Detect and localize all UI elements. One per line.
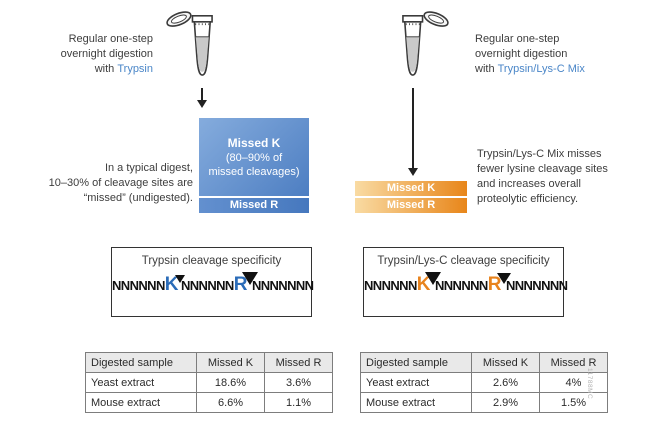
trypsin-specificity-title: Trypsin cleavage specificity <box>141 255 282 267</box>
typical-digest-note-line3: “missed” (undigested). <box>83 192 193 204</box>
missed-k-box-sub1: (80–90% of <box>225 152 283 164</box>
table-header-cell: Digested sample <box>360 352 472 373</box>
table-cell: Mouse extract <box>360 392 472 413</box>
tube-icon-svg <box>166 11 213 76</box>
left-intro-line3: with Trypsin <box>10 62 153 77</box>
efficiency-note: Trypsin/Lys-C Mix misses fewer lysine cl… <box>477 147 647 207</box>
table-cell: 18.6% <box>196 372 265 393</box>
microcentrifuge-tube-icon-left <box>164 8 220 88</box>
missed-r-bar-orange: Missed R <box>355 198 467 213</box>
table-header-row: Digested sample Missed K Missed R <box>85 352 333 373</box>
trypsin-lysc-specificity-box: Trypsin/Lys-C cleavage specificity NNNNN… <box>363 247 568 317</box>
table-cell: Yeast extract <box>85 372 197 393</box>
typical-digest-note-line2: 10–30% of cleavage sites are <box>48 177 193 189</box>
sequence-n-segment: NNNNNN <box>434 278 488 293</box>
table-cell: 1.1% <box>264 392 333 413</box>
cleavage-site-triangle-icon <box>424 272 441 285</box>
table-row: Yeast extract 2.6% 4% <box>360 372 608 393</box>
tube-cap-open <box>166 11 192 27</box>
missed-k-box-sub2: missed cleavages) <box>208 166 300 178</box>
table-cell: 4% <box>539 372 608 393</box>
right-intro-line1: Regular one-step <box>475 33 560 45</box>
missed-k-box: Missed K (80–90% of missed cleavages) <box>199 118 309 196</box>
right-intro-text: Regular one-step overnight digestion wit… <box>475 32 645 77</box>
trypsin-lysc-specificity-title: Trypsin/Lys-C cleavage specificity <box>377 255 550 267</box>
table-header-cell: Missed R <box>264 352 333 373</box>
typical-digest-note-line1: In a typical digest, <box>104 162 193 174</box>
efficiency-note-line2: fewer lysine cleavage sites <box>477 163 608 175</box>
table-cell: Yeast extract <box>360 372 472 393</box>
table-cell: Mouse extract <box>85 392 197 413</box>
sequence-n-segment: NNNNNN <box>364 278 417 293</box>
sequence-n-segment: NNNNNN <box>180 278 234 293</box>
cleavage-site-triangle-icon <box>496 273 511 284</box>
missed-r-bar-blue: Missed R <box>199 198 309 213</box>
table-row: Mouse extract 6.6% 1.1% <box>85 392 333 413</box>
table-cell: 6.6% <box>196 392 265 413</box>
watermark-code: 11788MC <box>586 368 593 400</box>
sequence-n-segment: NNNNNN <box>112 278 165 293</box>
sequence-n-segment: NNNNNNN <box>505 278 568 293</box>
missed-k-bar-orange: Missed K <box>355 181 467 196</box>
cleavage-site-triangle-icon <box>241 272 258 285</box>
table-row: Yeast extract 18.6% 3.6% <box>85 372 333 393</box>
missed-k-box-title: Missed K <box>227 136 281 150</box>
tube-body <box>191 15 213 76</box>
right-intro-with: with <box>475 63 495 75</box>
tube-body <box>402 15 424 76</box>
typical-digest-note: In a typical digest, 10–30% of cleavage … <box>5 161 193 206</box>
right-intro-line3: with Trypsin/Lys-C Mix <box>475 62 645 77</box>
table-row: Mouse extract 2.9% 1.5% <box>360 392 608 413</box>
sequence-n-segment: NNNNNNN <box>251 278 314 293</box>
left-intro-line2: overnight digestion <box>60 48 153 60</box>
tube-icon-svg <box>402 11 449 76</box>
results-table-trypsin: Digested sample Missed K Missed R Yeast … <box>85 352 333 413</box>
table-cell: 1.5% <box>539 392 608 413</box>
table-header-cell: Missed R <box>539 352 608 373</box>
down-arrow-right-head-icon <box>408 168 418 176</box>
down-arrow-left <box>201 88 203 100</box>
table-header-row: Digested sample Missed K Missed R <box>360 352 608 373</box>
table-cell: 2.6% <box>471 372 540 393</box>
results-table-trypsin-lysc: Digested sample Missed K Missed R Yeast … <box>360 352 608 413</box>
table-cell: 3.6% <box>264 372 333 393</box>
down-arrow-left-head-icon <box>197 100 207 108</box>
trypsin-lysc-label: Trypsin/Lys-C Mix <box>497 63 585 75</box>
microcentrifuge-tube-icon-right <box>395 8 451 88</box>
left-intro-line1: Regular one-step <box>68 33 153 45</box>
down-arrow-right <box>412 88 414 168</box>
left-intro-text: Regular one-step overnight digestion wit… <box>10 32 153 77</box>
tube-cap-open <box>423 11 449 27</box>
efficiency-note-line1: Trypsin/Lys-C Mix misses <box>477 148 602 160</box>
table-cell: 2.9% <box>471 392 540 413</box>
efficiency-note-line4: proteolytic efficiency. <box>477 193 579 205</box>
table-header-cell: Missed K <box>196 352 265 373</box>
cleavage-site-triangle-icon <box>174 275 185 283</box>
trypsin-label: Trypsin <box>117 63 153 75</box>
left-intro-with: with <box>94 63 115 75</box>
efficiency-note-line3: and increases overall <box>477 178 581 190</box>
table-header-cell: Missed K <box>471 352 540 373</box>
table-header-cell: Digested sample <box>85 352 197 373</box>
right-intro-line2: overnight digestion <box>475 48 568 60</box>
